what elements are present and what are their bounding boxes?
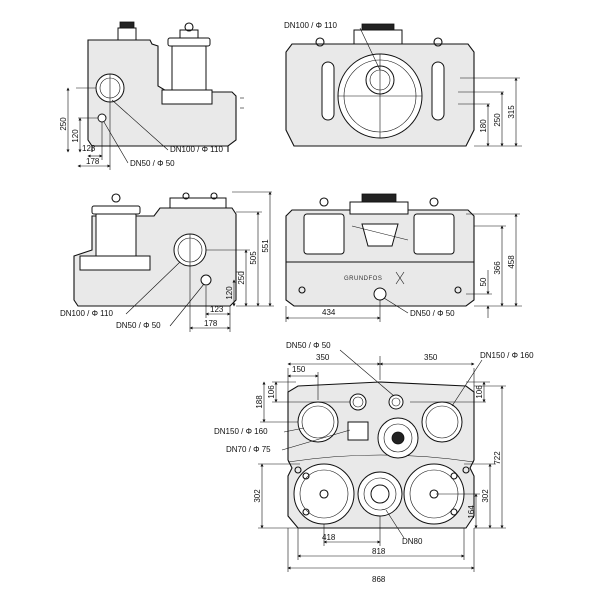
dim-418: 418	[322, 533, 336, 542]
dim-250: 250	[237, 271, 246, 285]
brand-logo: GRUNDFOS	[344, 276, 382, 282]
dim-551: 551	[261, 239, 270, 253]
label-dn50: DN50 / Φ 50	[116, 321, 161, 330]
dim-302-right: 302	[481, 489, 490, 503]
dim-178: 178	[204, 319, 218, 328]
dim-315: 315	[507, 105, 516, 119]
label-dn100: DN100 / Φ 110	[60, 309, 113, 318]
dim-722: 722	[493, 451, 502, 465]
dim-178: 178	[86, 157, 100, 166]
label-dn50: DN50 / Φ 50	[286, 341, 331, 350]
label-dn150-left: DN150 / Φ 160	[214, 427, 268, 436]
dim-434: 434	[322, 308, 336, 317]
dim-106-right: 106	[475, 385, 484, 399]
dim-250: 250	[59, 117, 68, 131]
dim-164: 164	[467, 505, 476, 519]
view-bottom-plan: 350 350 150 DN50 / Φ 50 DN150 / Φ 160 10…	[214, 341, 534, 584]
dim-458: 458	[507, 255, 516, 269]
dim-180: 180	[479, 119, 488, 133]
dim-868: 868	[372, 575, 386, 584]
dim-50: 50	[479, 277, 488, 286]
dim-505: 505	[249, 251, 258, 265]
label-dn100: DN100 / Φ 110	[284, 21, 337, 30]
dim-250: 250	[493, 113, 502, 127]
dim-818: 818	[372, 547, 386, 556]
label-dn150-top: DN150 / Φ 160	[480, 351, 534, 360]
dim-120: 120	[71, 129, 80, 143]
label-dn50: DN50 / Φ 50	[130, 159, 175, 168]
inlet-dn150-left	[297, 401, 339, 443]
dim-366: 366	[493, 261, 502, 275]
label-dn100: DN100 / Φ 110	[170, 145, 223, 154]
dim-350-left: 350	[316, 353, 330, 362]
label-dn80: DN80	[402, 537, 423, 546]
pump-motor	[171, 43, 207, 95]
dim-302-left: 302	[253, 489, 262, 503]
dim-150: 150	[292, 365, 306, 374]
inlet-dn150-right	[421, 401, 463, 443]
dim-120: 120	[225, 286, 234, 300]
view-top-left: 250 120 123 178 DN100 / Φ 110 DN50 / Φ 5…	[59, 21, 244, 170]
label-dn70: DN70 / Φ 75	[226, 445, 271, 454]
view-top-right: 180 250 315 DN100 / Φ 110	[284, 21, 522, 147]
dim-188: 188	[255, 395, 264, 409]
dim-123: 123	[82, 144, 96, 153]
dim-123: 123	[210, 305, 224, 314]
pump-motor	[95, 211, 137, 261]
view-mid-right: GRUNDFOS 458 366 50 434 DN50 / Φ 50	[285, 193, 522, 322]
label-dn50: DN50 / Φ 50	[410, 309, 455, 318]
dim-350-right: 350	[424, 353, 438, 362]
pump-top-left	[293, 463, 355, 525]
dim-106-left: 106	[267, 385, 276, 399]
view-mid-left: 551 505 250 120 123 178 DN100 / Φ 110 DN…	[60, 191, 274, 332]
